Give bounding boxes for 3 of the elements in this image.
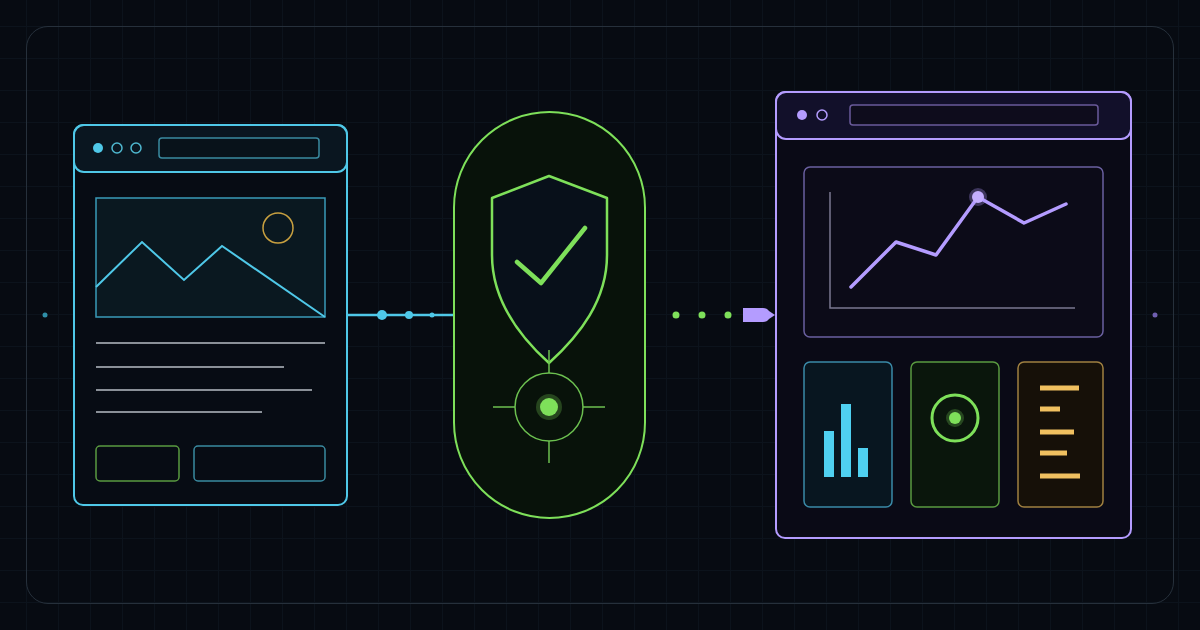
browser-window <box>73 124 348 506</box>
connector-line <box>348 313 453 317</box>
dashboard-window <box>775 91 1132 539</box>
